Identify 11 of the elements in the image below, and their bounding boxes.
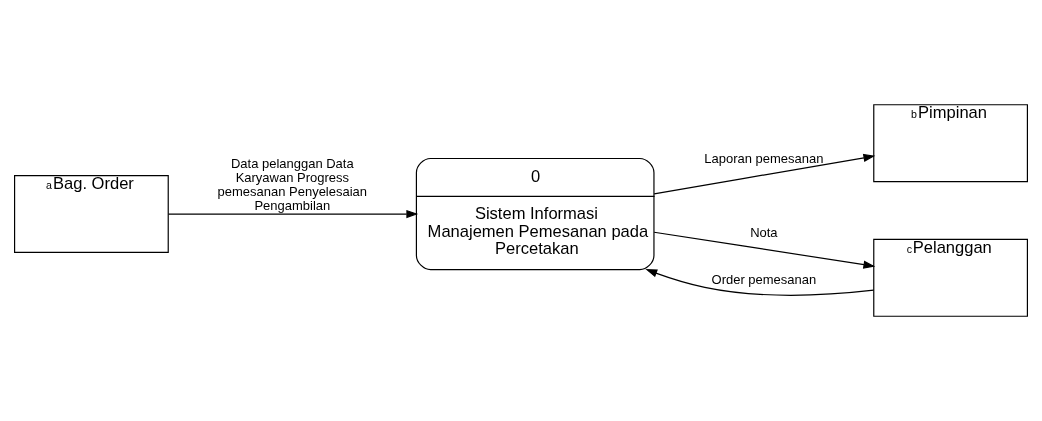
- node-box: cPelanggan: [873, 238, 1028, 317]
- arrow: [645, 269, 875, 296]
- node-box: bPimpinan: [873, 104, 1028, 183]
- arrow: [653, 153, 876, 195]
- node-box: aBag. Order: [14, 175, 169, 254]
- edge-label: Order pemesanan: [711, 271, 817, 287]
- edge-label: Nota: [750, 225, 778, 241]
- arrow: [653, 231, 876, 269]
- edge-label: Data pelanggan Data Karyawan Progress pemesanan Penyelesaian Pengambilan: [217, 155, 368, 214]
- arrow: [167, 209, 419, 219]
- edge-label: Laporan pemesanan: [704, 150, 824, 166]
